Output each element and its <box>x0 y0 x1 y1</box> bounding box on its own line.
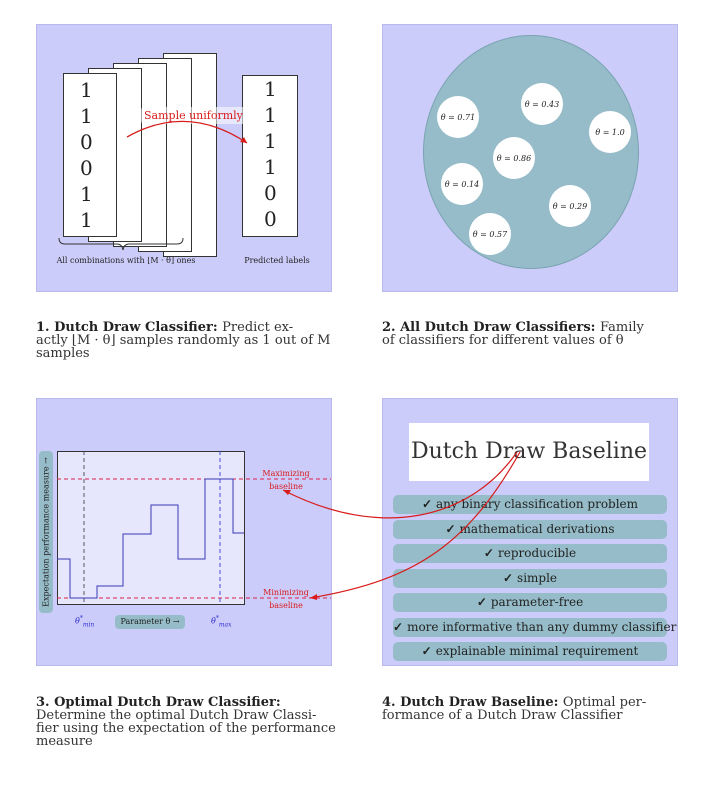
caption-1: 1. Dutch Draw Classifier: Predict ex-act… <box>36 321 336 360</box>
sample-uniformly-label: Sample uniformly <box>141 107 246 124</box>
caption-text: Determine the optimal Dutch Draw Classi- <box>36 708 317 723</box>
card-digit: 1 <box>80 78 93 102</box>
caption-text: fier using the expectation of the perfor… <box>36 721 336 736</box>
card-digit: 1 <box>80 208 93 232</box>
check-icon: ✓ <box>421 644 432 658</box>
card-digit: 1 <box>80 104 93 128</box>
sample-arrow <box>126 120 248 144</box>
theta-circle: θ = 0.29 <box>549 185 591 227</box>
theta-circle: θ = 0.43 <box>521 83 563 125</box>
caption-text: Optimal per- <box>562 695 647 710</box>
baseline-title: Dutch Draw Baseline <box>409 423 649 481</box>
check-icon: ✓ <box>445 521 456 536</box>
caption-text: Predict ex- <box>222 320 294 335</box>
check-icon: ✓ <box>502 570 514 585</box>
baseline-property: ✓any binary classification problem <box>393 495 667 514</box>
caption-heading: 3. Optimal Dutch Draw Classifier: <box>36 695 281 710</box>
caption-text: samples <box>36 346 90 361</box>
combos-label: All combinations with ⌊M · θ⌋ ones <box>56 256 196 265</box>
panel-dutch-draw-baseline: Dutch Draw Baseline ✓any binary classifi… <box>382 398 678 666</box>
caption-heading: 4. Dutch Draw Baseline: <box>382 695 563 710</box>
minimizing-baseline-label: Minimizing baseline <box>263 588 309 610</box>
card-digit: 0 <box>80 156 93 180</box>
panel1-annotations <box>58 120 248 251</box>
predicted-digit: 1 <box>264 129 277 153</box>
property-text: parameter-free <box>490 595 584 609</box>
baseline-property: ✓more informative than any dummy classif… <box>393 617 676 637</box>
theta-circle: θ = 0.14 <box>441 163 483 205</box>
caption-text: formance of a Dutch Draw Classifier <box>382 708 623 723</box>
baseline-property: ✓parameter-free <box>393 593 667 612</box>
baseline-property: ✓mathematical derivations <box>393 519 667 539</box>
check-icon: ✓ <box>393 619 404 634</box>
caption-3: 3. Optimal Dutch Draw Classifier: Determ… <box>36 696 336 748</box>
property-text: more informative than any dummy classifi… <box>407 619 677 634</box>
predicted-digit: 0 <box>264 207 277 231</box>
theta-circle: θ = 0.86 <box>493 137 535 179</box>
baseline-property: ✓reproducible <box>393 544 667 563</box>
caption-text: Family <box>599 320 644 335</box>
baseline-property: ✓explainable minimal requirement <box>393 642 667 661</box>
x-axis-label: Parameter θ → <box>115 615 185 629</box>
property-text: mathematical derivations <box>459 521 615 536</box>
check-icon: ✓ <box>483 546 494 560</box>
property-text: explainable minimal requirement <box>435 644 639 658</box>
sample-arrow-head <box>240 137 247 143</box>
panel-all-dutch-draw-classifiers: θ = 0.71 θ = 0.43 θ = 1.0 θ = 0.86 θ = 0… <box>382 24 678 292</box>
baseline-property: ✓simple <box>393 568 667 588</box>
predicted-digit: 0 <box>264 181 277 205</box>
caption-text: of classifiers for different values of θ <box>382 333 624 348</box>
property-text: any binary classification problem <box>436 497 639 511</box>
theta-max-label: θ*max <box>211 615 232 629</box>
card-digit: 0 <box>80 130 93 154</box>
combos-brace <box>58 237 184 251</box>
property-text: reproducible <box>497 546 577 560</box>
check-icon: ✓ <box>476 595 487 609</box>
maximizing-baseline-label: Maximizing baseline <box>262 469 310 491</box>
predicted-labels-label: Predicted labels <box>244 256 310 265</box>
theta-circle: θ = 0.71 <box>437 96 479 138</box>
caption-4: 4. Dutch Draw Baseline: Optimal per-form… <box>382 696 682 722</box>
card-digit: 1 <box>80 182 93 206</box>
theta-min-label: θ*min <box>75 615 95 629</box>
caption-text: actly ⌊M · θ⌋ samples randomly as 1 out … <box>36 333 331 348</box>
step-plot <box>57 451 331 604</box>
predicted-digit: 1 <box>264 155 277 179</box>
caption-text: measure <box>36 734 93 749</box>
caption-heading: 1. Dutch Draw Classifier: <box>36 320 223 335</box>
predicted-digit: 1 <box>264 77 277 101</box>
theta-circle: θ = 0.57 <box>469 213 511 255</box>
check-icon: ✓ <box>421 497 433 511</box>
predicted-digit: 1 <box>264 103 277 127</box>
panel-optimal-dutch-draw-classifier: Expectation performance measure → Parame… <box>36 398 332 666</box>
caption-heading: 2. All Dutch Draw Classifiers: <box>382 320 600 335</box>
theta-circle: θ = 1.0 <box>589 111 631 153</box>
y-axis-label-box <box>39 451 53 613</box>
property-text: simple <box>517 570 558 585</box>
step-curve <box>57 478 244 599</box>
